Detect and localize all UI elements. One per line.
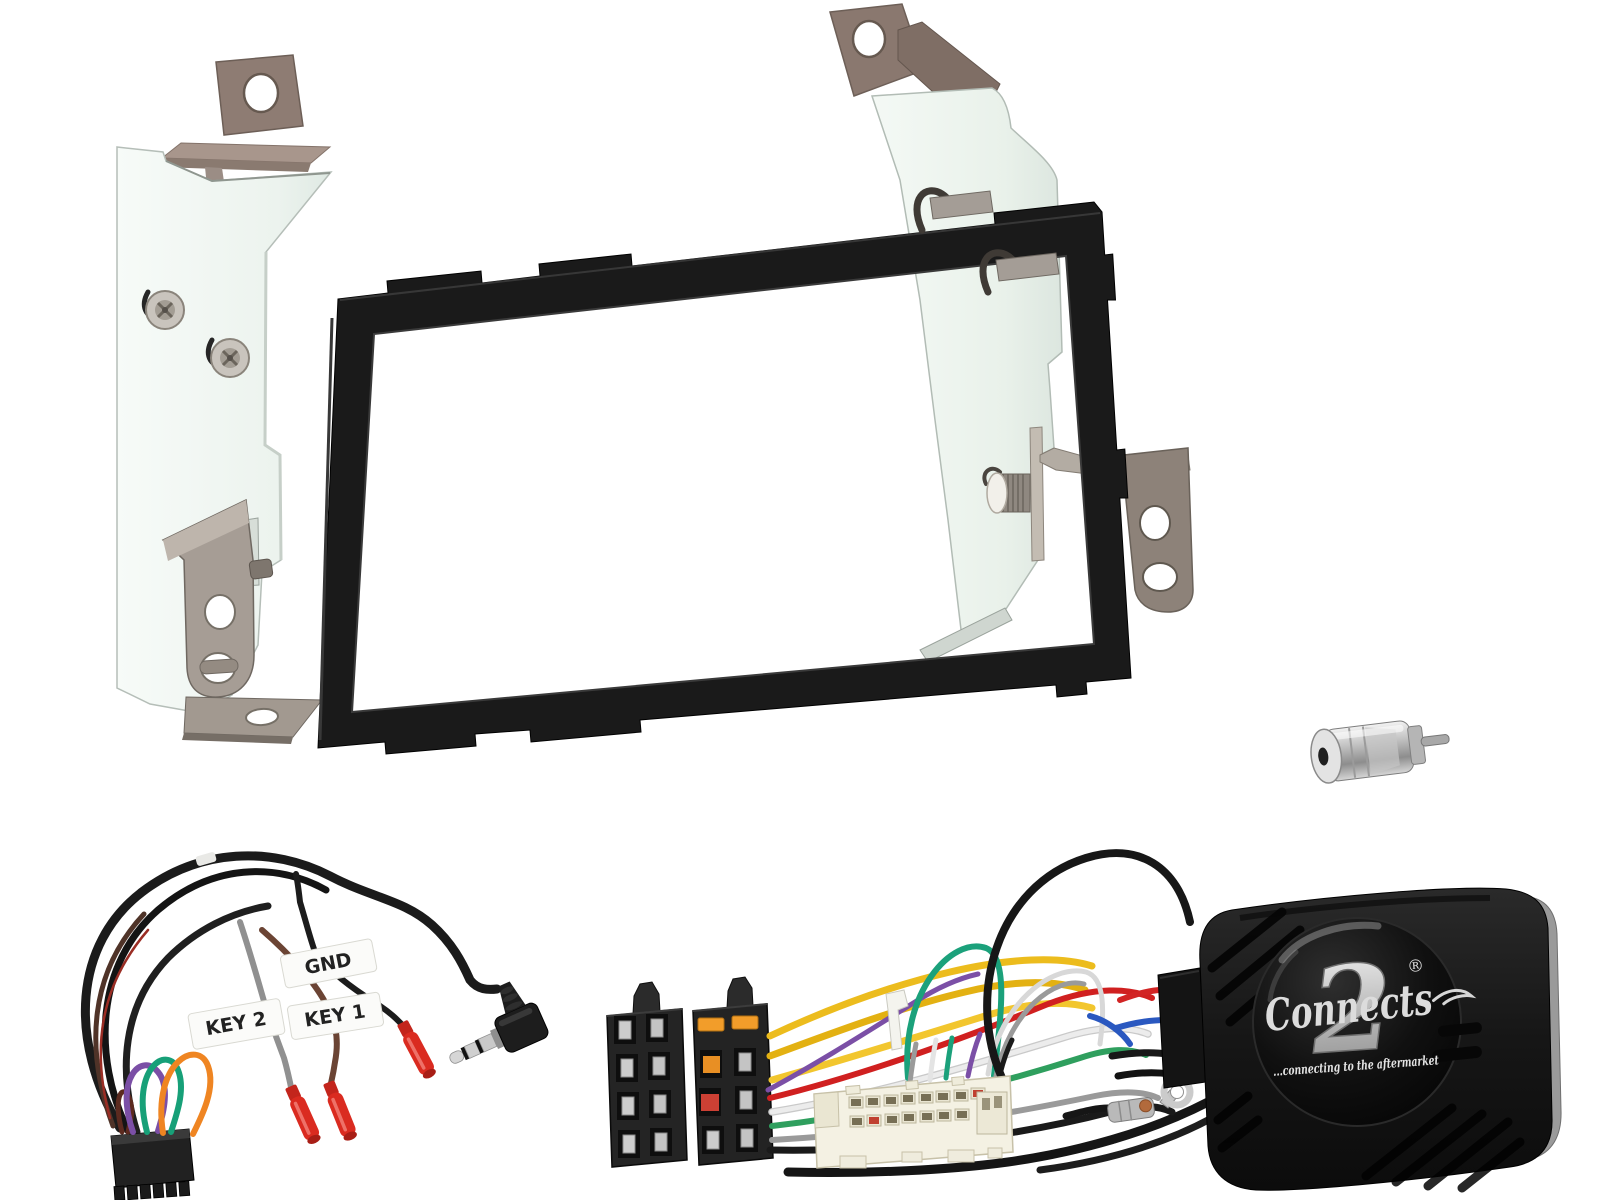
ring-terminal-wire — [1062, 1104, 1112, 1120]
bullet-terminal-1 — [285, 1084, 321, 1144]
jack-plug-35mm — [449, 981, 549, 1064]
iso-harness — [606, 849, 1216, 1177]
left-bracket-grey-tab — [161, 498, 274, 698]
big-black-loop — [983, 849, 1194, 1082]
tab-stud — [248, 558, 274, 580]
wire-yellow-3 — [768, 999, 1096, 1084]
vehicle-connector — [813, 1075, 1014, 1169]
loom-wire-red-thin — [99, 928, 150, 1120]
left-bracket-screw-2 — [205, 337, 250, 378]
adapter-din-pin — [1420, 734, 1450, 747]
ground-ring-terminal — [1062, 1075, 1194, 1123]
cable-tie — [885, 989, 909, 1051]
bullet-terminal-3 — [397, 1020, 436, 1079]
left-bracket-screw-1 — [141, 289, 185, 330]
swc-interface-box: 2 Connects ® ...connecting to the afterm… — [1108, 887, 1562, 1193]
loop-wire-orange — [158, 1051, 214, 1137]
wire-tag-key1: KEY 1 — [286, 991, 385, 1040]
twelve-pin-connector — [110, 1128, 195, 1200]
fascia-frame-left-lip — [318, 317, 334, 741]
loom-wire-black-1 — [81, 851, 502, 1133]
wire-red — [767, 987, 1155, 1101]
iso-connector-block-2 — [692, 976, 774, 1166]
right-bracket-tab-hole — [851, 19, 887, 59]
box-wire-black-2 — [1114, 1069, 1174, 1080]
mounting-bracket-left — [116, 54, 333, 744]
riser-white — [927, 1037, 939, 1083]
connector-teeth — [113, 1180, 191, 1200]
metal-clip-a — [913, 187, 994, 234]
dome-specular-highlight — [1278, 921, 1382, 964]
loom-wire-black-2 — [101, 868, 330, 1135]
tab-slot-pin — [199, 658, 239, 675]
adapter-facet — [1365, 727, 1400, 775]
fascia-frame-inner-lip — [350, 254, 1096, 714]
box-vent-slot-1 — [1437, 1022, 1482, 1037]
riser-teal — [943, 1035, 955, 1081]
iso2-orange-bridge-1 — [697, 1017, 725, 1032]
box-left-connector — [1157, 967, 1207, 1089]
vehicle-connector-terminals-row2 — [849, 1108, 970, 1128]
wire-blue — [1087, 1013, 1133, 1047]
box-wire-black-1 — [1108, 1049, 1172, 1060]
riser-purple — [965, 1031, 983, 1079]
logo-numeral: 2 — [1305, 937, 1398, 1081]
wire-teal-loop — [904, 943, 1005, 1081]
iso2-orange-pin — [703, 1056, 720, 1073]
left-bracket-plate-fold-line — [263, 251, 283, 561]
iso2-red-pin — [701, 1094, 719, 1111]
left-bracket-plate-edge — [165, 160, 331, 183]
metal-clip-b — [979, 249, 1060, 296]
foot-oval-hole — [245, 707, 279, 727]
wire-purple — [765, 971, 981, 1093]
right-bracket-edge-strip — [1029, 426, 1045, 562]
left-bracket-shelf-lip — [159, 158, 311, 172]
mounting-bracket-right — [829, 3, 1194, 663]
box-vent-slot-2 — [1432, 1046, 1482, 1062]
wire-tag-key2: KEY 2 — [187, 998, 286, 1050]
iso2-pins — [697, 1015, 759, 1154]
riser-grey — [907, 1041, 919, 1085]
aerial-antenna-adapter — [1310, 720, 1450, 784]
right-bracket-flange — [1123, 447, 1194, 613]
tab-hole-round — [204, 594, 236, 630]
logo-registered: ® — [1406, 956, 1424, 977]
flange-hole-1 — [1139, 505, 1171, 541]
wire-twisted-grey — [993, 980, 1087, 1079]
wire-twisted-white — [985, 968, 1106, 1077]
left-bracket-tab-hole — [242, 72, 280, 114]
loom-wire-brown — [93, 911, 147, 1129]
right-bracket-knurled-stud — [982, 466, 1031, 514]
box-bottom-cable-2 — [1036, 1114, 1216, 1174]
iso1-pins — [614, 1014, 672, 1158]
wire-tag-gnd: GND — [279, 938, 378, 989]
wire-yellow-1 — [766, 956, 1096, 1040]
stud-hook — [982, 466, 1002, 486]
left-bracket-foot — [182, 696, 324, 744]
heatshrink-sleeve — [195, 852, 217, 866]
box-glossy-dome — [1252, 917, 1462, 1127]
flange-hole-2 — [1142, 562, 1178, 592]
wire-yellow-2 — [766, 979, 1089, 1060]
swc-patch-lead: GND KEY 1 KEY 2 — [81, 851, 549, 1200]
iso2-orange-bridge-2 — [731, 1015, 759, 1030]
bullet-terminal-2 — [323, 1080, 357, 1141]
fascia-frame-top-edge — [339, 212, 1101, 301]
adapter-highlight — [1329, 724, 1404, 741]
iso-connector-block-1 — [606, 981, 688, 1168]
adapter-socket-hole — [1318, 747, 1329, 766]
box-bottom-cable-1 — [783, 1097, 1213, 1177]
logo-swash — [1432, 988, 1477, 1006]
box-wire-blue — [1113, 1017, 1169, 1031]
